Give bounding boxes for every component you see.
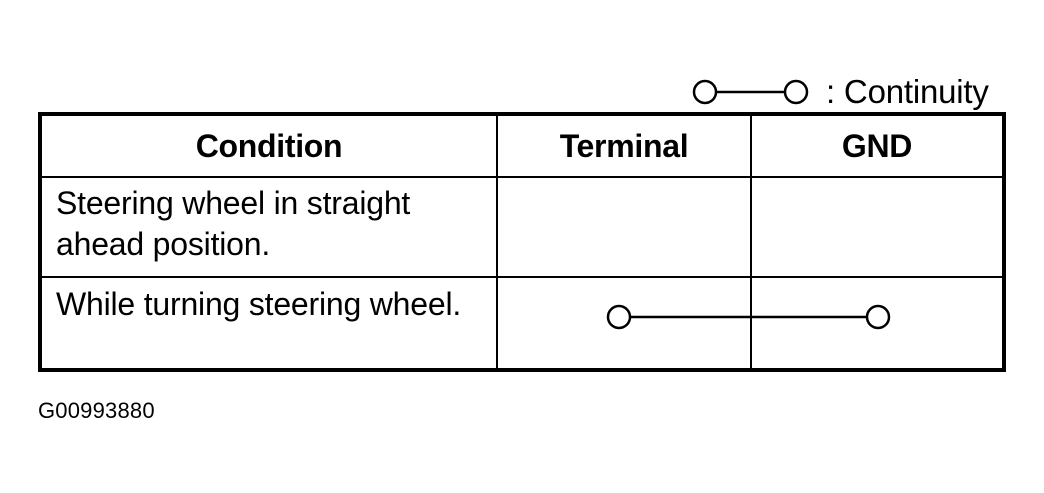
column-divider	[496, 116, 498, 368]
legend-label: : Continuity	[826, 73, 989, 110]
header-condition: Condition	[195, 127, 343, 164]
header-gnd: GND	[841, 127, 913, 164]
continuity-link-icon	[692, 79, 809, 105]
figure-id: G00993880	[38, 398, 155, 423]
header-terminal: Terminal	[559, 127, 689, 164]
continuity-link-icon	[606, 304, 891, 330]
column-divider	[750, 116, 752, 368]
condition-turning: While turning steering wheel.	[56, 286, 462, 322]
continuity-legend: : Continuity	[690, 72, 989, 112]
continuity-table: Condition Terminal GND Steering wheel in…	[38, 112, 1006, 372]
row-divider	[42, 276, 1002, 278]
condition-straight-ahead: Steering wheel in straight ahead positio…	[56, 185, 411, 262]
row-divider	[42, 176, 1002, 178]
